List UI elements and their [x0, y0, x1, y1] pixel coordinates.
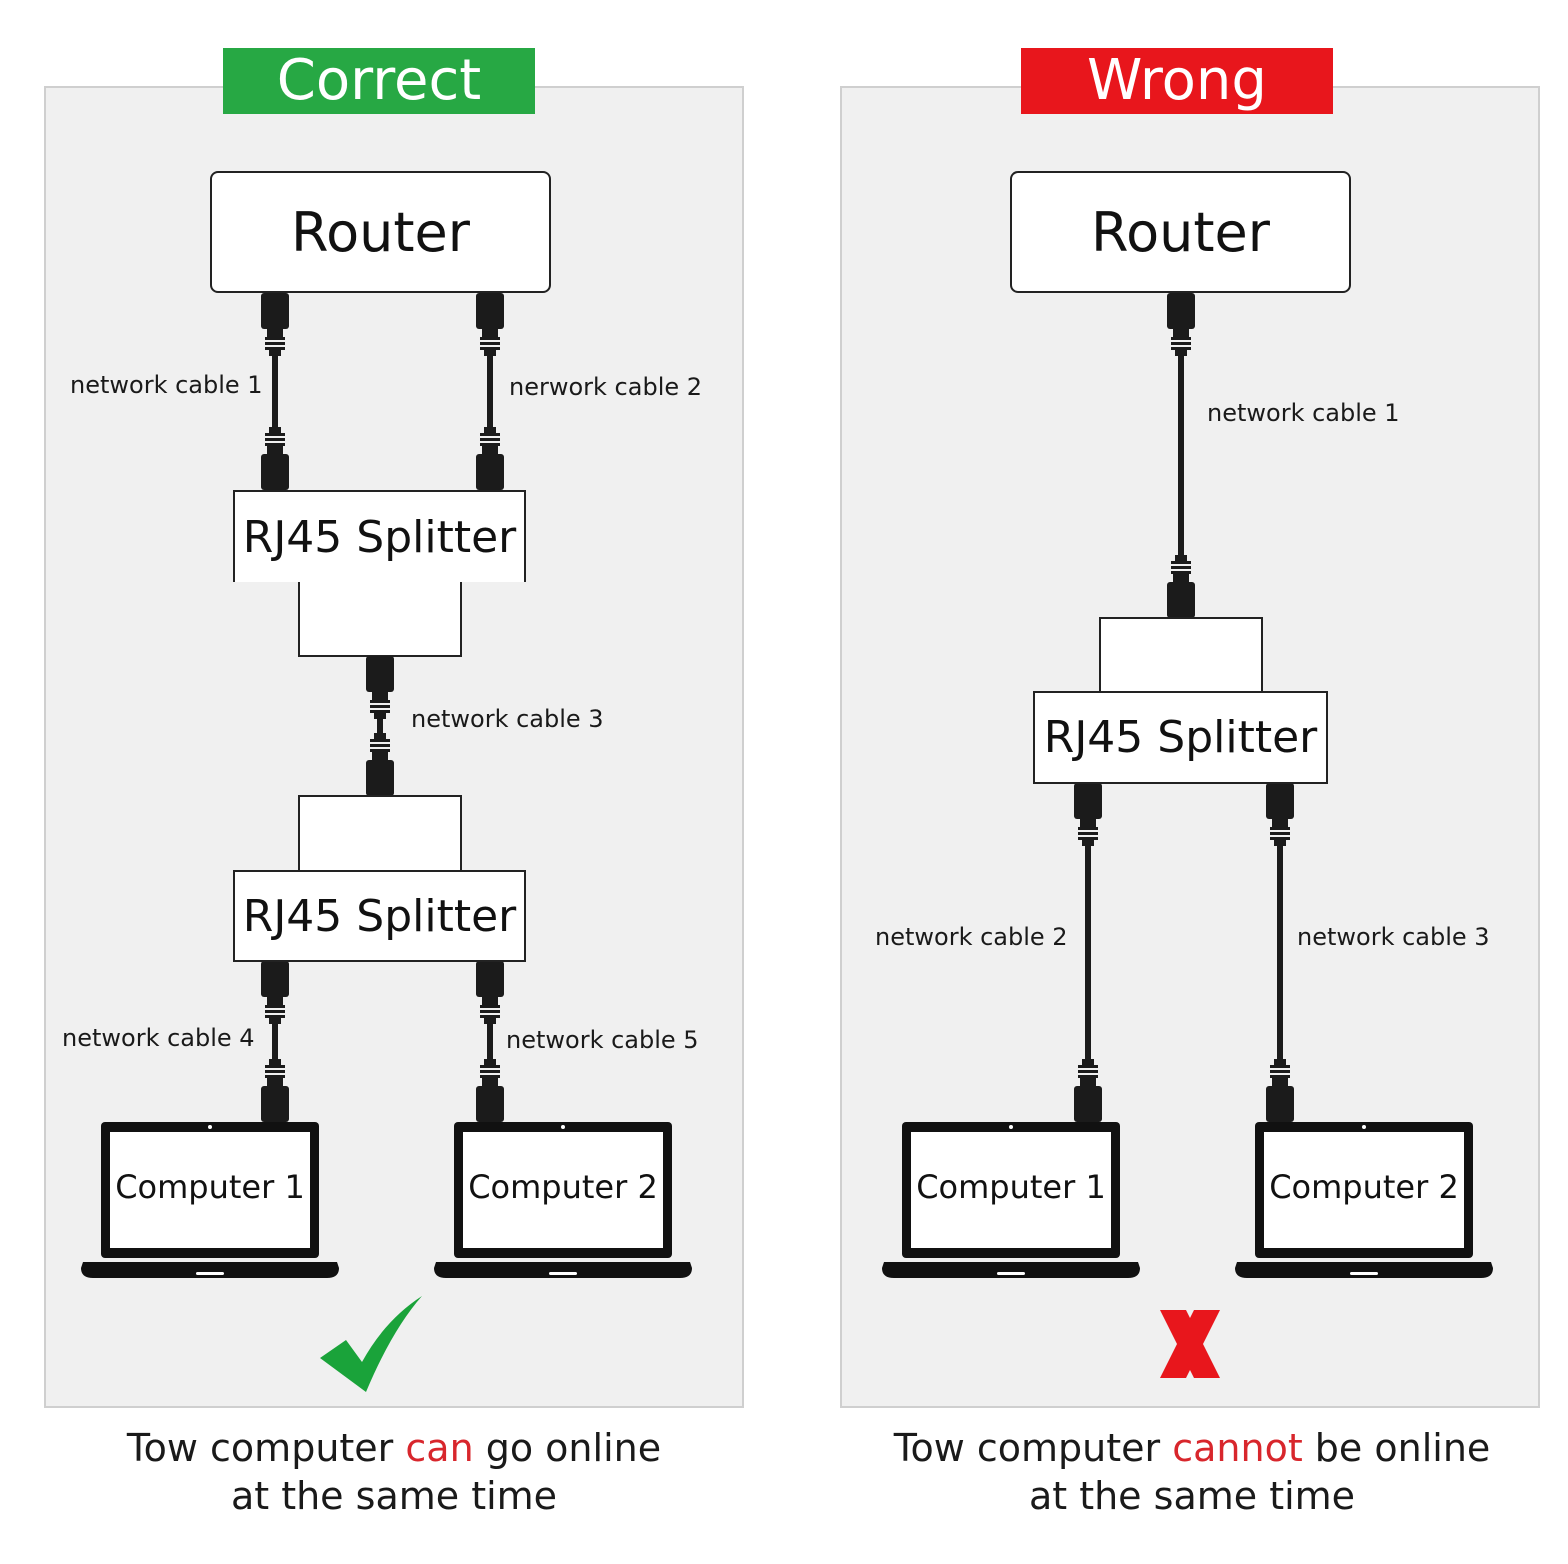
wrong-caption: Tow computer cannot be online at the sam… [840, 1424, 1544, 1520]
cable-1-label: network cable 1 [1207, 399, 1400, 427]
cable-1-correct [261, 293, 289, 490]
splitter-label: RJ45 Splitter [242, 511, 517, 563]
router-label: Router [291, 200, 470, 264]
splitter-top-correct: RJ45 Splitter [233, 490, 526, 582]
splitter-bottom-port-block [298, 795, 462, 877]
computer-2-label: Computer 2 [468, 1168, 658, 1206]
caption-highlight: cannot [1172, 1426, 1303, 1470]
cable-5-label: network cable 5 [506, 1026, 699, 1054]
splitter-label: RJ45 Splitter [242, 890, 517, 942]
computer-2-label: Computer 2 [1269, 1168, 1459, 1206]
caption-line-2: at the same time [230, 1474, 558, 1518]
cross-icon [1160, 1310, 1220, 1378]
correct-header: Correct [223, 48, 535, 114]
cable-3-label: network cable 3 [411, 705, 604, 733]
router-correct: Router [210, 171, 551, 293]
cable-2-wrong [1074, 783, 1102, 1122]
caption-line-1: Tow computer can go online [126, 1426, 662, 1470]
splitter-bottom-correct: RJ45 Splitter [233, 870, 526, 962]
router-label: Router [1091, 200, 1270, 264]
router-wrong: Router [1010, 171, 1351, 293]
check-icon [320, 1296, 422, 1392]
computer-1-label: Computer 1 [115, 1168, 305, 1206]
cable-1-wrong [1167, 293, 1195, 618]
splitter-label: RJ45 Splitter [1043, 712, 1318, 763]
correct-caption: Tow computer can go online at the same t… [44, 1424, 744, 1520]
caption-line-2: at the same time [1028, 1474, 1356, 1518]
cable-2-label: nerwork cable 2 [509, 373, 703, 401]
cable-3-wrong [1266, 783, 1294, 1122]
cable-4-correct [261, 961, 289, 1122]
splitter-wrong-port-block [1099, 617, 1263, 695]
splitter-wrong: RJ45 Splitter [1033, 691, 1328, 784]
splitter-top-port-block [298, 577, 462, 657]
wrong-header: Wrong [1021, 48, 1333, 114]
cable-1-label: network cable 1 [70, 371, 263, 399]
cable-5-correct [476, 961, 504, 1122]
computer-1-label: Computer 1 [916, 1168, 1106, 1206]
cable-2-correct [476, 293, 504, 490]
cable-4-label: network cable 4 [62, 1024, 255, 1052]
caption-highlight: can [405, 1426, 474, 1470]
caption-line-1: Tow computer cannot be online [893, 1426, 1491, 1470]
cable-3-label: network cable 3 [1297, 923, 1490, 951]
cable-2-label: network cable 2 [875, 923, 1068, 951]
cable-3-correct [366, 656, 394, 796]
